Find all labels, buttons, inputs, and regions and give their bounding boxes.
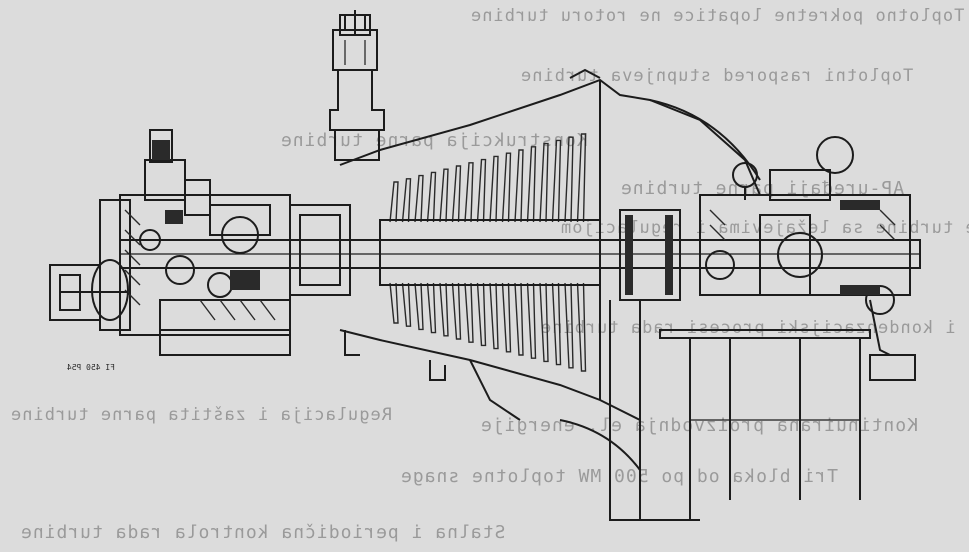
upper-blade <box>451 165 462 223</box>
upper-blade <box>526 146 537 223</box>
upper-blade <box>426 171 437 223</box>
lower-blade <box>526 282 537 359</box>
lower-blade <box>464 282 474 343</box>
upper-blade <box>401 178 412 223</box>
upper-blading <box>389 133 587 223</box>
upper-blade <box>551 139 562 223</box>
lower-blade <box>539 282 549 363</box>
lower-blade <box>551 282 562 366</box>
upper-blade <box>576 133 587 223</box>
casing-supports <box>344 330 521 421</box>
upper-blade <box>539 142 549 223</box>
exhaust-hood <box>559 300 871 521</box>
lower-blade <box>501 282 512 353</box>
upper-blade <box>464 162 474 223</box>
lower-blade <box>576 282 587 372</box>
upper-blade <box>476 158 487 223</box>
governor-block <box>99 129 291 356</box>
lower-blade <box>514 282 524 356</box>
lower-blade <box>564 282 574 369</box>
lower-blade <box>426 282 437 334</box>
lower-blade <box>389 282 399 324</box>
lower-blade <box>451 282 462 340</box>
rotor-shaft <box>119 209 921 301</box>
upper-blade <box>514 149 524 223</box>
lower-blade <box>401 282 412 327</box>
oil-pump <box>49 259 129 321</box>
lower-blade <box>439 282 449 337</box>
upper-blade <box>489 155 499 223</box>
lower-blade <box>489 282 499 350</box>
lower-blade <box>476 282 487 347</box>
rear-bearing-housing <box>699 136 916 381</box>
upper-blade <box>439 168 449 223</box>
lower-blading <box>389 282 587 372</box>
upper-blade <box>564 136 574 223</box>
lower-blade <box>414 282 424 331</box>
upper-blade <box>501 152 512 223</box>
upper-blade <box>414 174 424 223</box>
upper-blade <box>389 181 399 223</box>
steam-inlet-valve <box>329 10 385 161</box>
drawing-label: FI 450 P54 <box>67 363 115 372</box>
